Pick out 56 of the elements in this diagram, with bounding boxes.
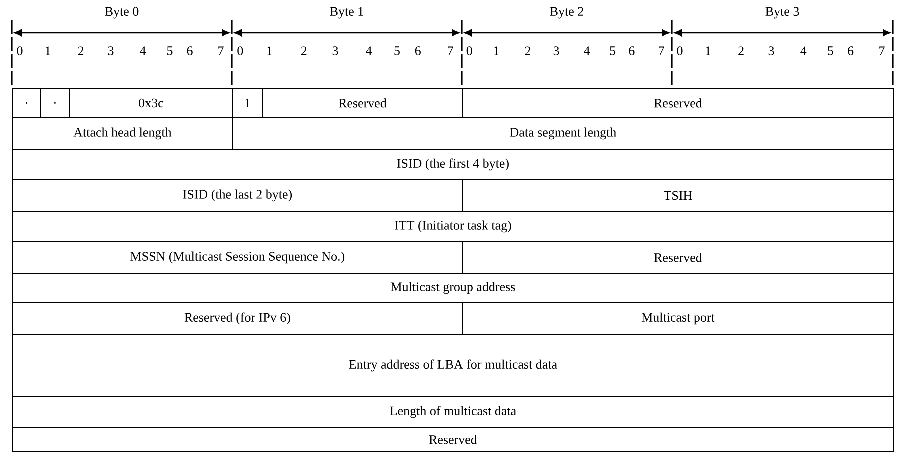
field-cell: .	[40, 88, 70, 118]
field-cell: Attach head length	[12, 117, 234, 150]
bit-number: 6	[848, 46, 854, 56]
bit-number: 7	[448, 46, 454, 56]
bit-number: 5	[828, 46, 834, 56]
byte-label: Byte 2	[550, 7, 584, 19]
field-cell: Reserved	[462, 88, 894, 118]
field-cell: Reserved	[12, 427, 894, 452]
bit-number: 2	[738, 46, 744, 56]
bit-number: 1	[706, 46, 711, 56]
field-cell: Reserved (for IPv 6)	[12, 302, 464, 336]
bit-number: 5	[610, 46, 616, 56]
bit-number: 2	[78, 46, 84, 56]
bit-number: 6	[415, 46, 421, 56]
bit-number: 2	[525, 46, 530, 56]
bit-number: 0	[677, 46, 683, 56]
byte-label: Byte 1	[330, 7, 364, 19]
bit-number: 4	[366, 46, 372, 56]
field-cell: Length of multicast data	[12, 396, 894, 428]
field-cell: Multicast port	[462, 302, 894, 336]
field-cell: Entry address of LBA for multicast data	[12, 334, 894, 398]
bit-number: 3	[554, 46, 560, 56]
bit-number: 0	[17, 46, 23, 56]
field-cell: ISID (the last 2 byte)	[12, 179, 464, 212]
bit-number: 0	[238, 46, 244, 56]
bit-number: 6	[629, 46, 635, 56]
bit-number: 7	[659, 46, 664, 56]
field-cell: Data segment length	[232, 117, 894, 150]
bit-number: 1	[494, 46, 499, 56]
bit-number: 2	[301, 46, 307, 56]
byte-label: Byte 0	[105, 7, 139, 19]
byte-label: Byte 3	[766, 7, 800, 19]
field-cell: Reserved	[462, 241, 894, 274]
bit-number: 1	[46, 46, 50, 56]
bit-number: 3	[332, 46, 338, 56]
field-cell: 0x3c	[69, 88, 234, 118]
bit-number: 0	[466, 46, 472, 56]
field-cell: Reserved	[262, 88, 464, 118]
field-cell: MSSN (Multicast Session Sequence No.)	[12, 241, 464, 274]
bit-number: 4	[584, 46, 590, 56]
field-cell: .	[12, 88, 42, 118]
field-cell: 1	[232, 88, 264, 118]
bit-number: 5	[168, 46, 173, 56]
bit-number: 5	[394, 46, 400, 56]
bit-number: 3	[108, 46, 114, 56]
bit-number: 4	[140, 46, 146, 56]
bit-number: 4	[800, 46, 807, 56]
bit-number: 1	[268, 46, 272, 56]
bit-number: 7	[218, 46, 224, 56]
field-cell: ISID (the first 4 byte)	[12, 149, 894, 180]
bit-number: 6	[187, 46, 193, 56]
bit-number: 3	[768, 46, 774, 56]
field-cell: TSIH	[462, 179, 894, 212]
field-cell: ITT (Initiator task tag)	[12, 211, 894, 242]
bit-number: 7	[880, 46, 885, 56]
field-cell: Multicast group address	[12, 273, 894, 304]
